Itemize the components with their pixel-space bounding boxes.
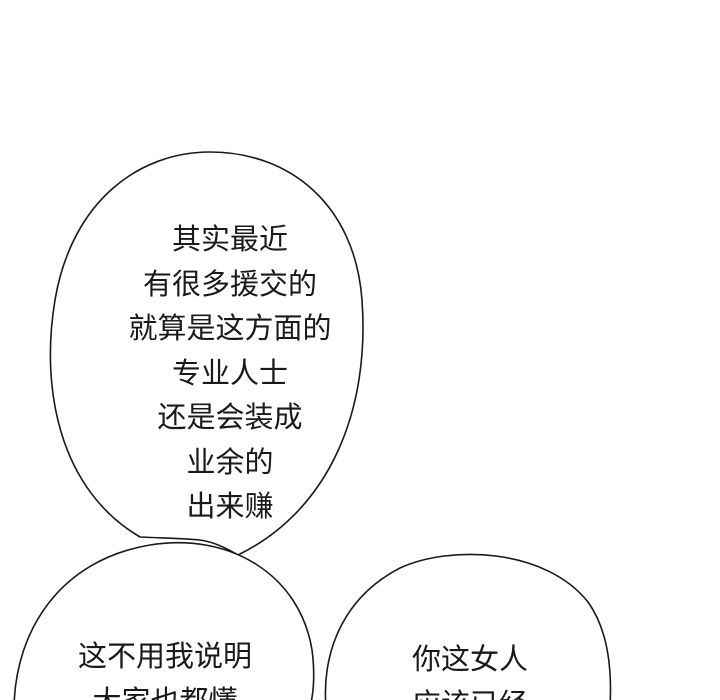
speech-bubble-lower-left-text: 这不用我说明 大家也都懂	[40, 634, 290, 700]
dialogue-line: 就算是这方面的	[128, 311, 332, 345]
speech-bubble-upper	[49, 151, 364, 556]
dialogue-line: 出来赚	[186, 489, 274, 523]
dialogue-line: 还是会装成	[157, 400, 303, 434]
speech-bubble-lower-right	[324, 553, 612, 700]
dialogue-line: 你这女人	[411, 642, 528, 676]
speech-bubble-lower-left	[13, 541, 315, 700]
dialogue-line: 大家也都懂	[40, 679, 290, 700]
dialogue-line: 业余的	[186, 444, 274, 479]
dialogue-line: 其实最近	[171, 222, 288, 256]
dialogue-line: 应该已经	[360, 682, 580, 700]
dialogue-line: 有很多援交的	[142, 266, 317, 301]
dialogue-line: 专业人士	[171, 355, 288, 390]
speech-bubble-lower-right-text: 你这女人 应该已经	[360, 637, 580, 700]
speech-bubble-upper-text: 其实最近 有很多援交的 就算是这方面的 专业人士 还是会装成 业余的 出来赚	[80, 217, 380, 529]
dialogue-line: 这不用我说明	[77, 639, 252, 673]
